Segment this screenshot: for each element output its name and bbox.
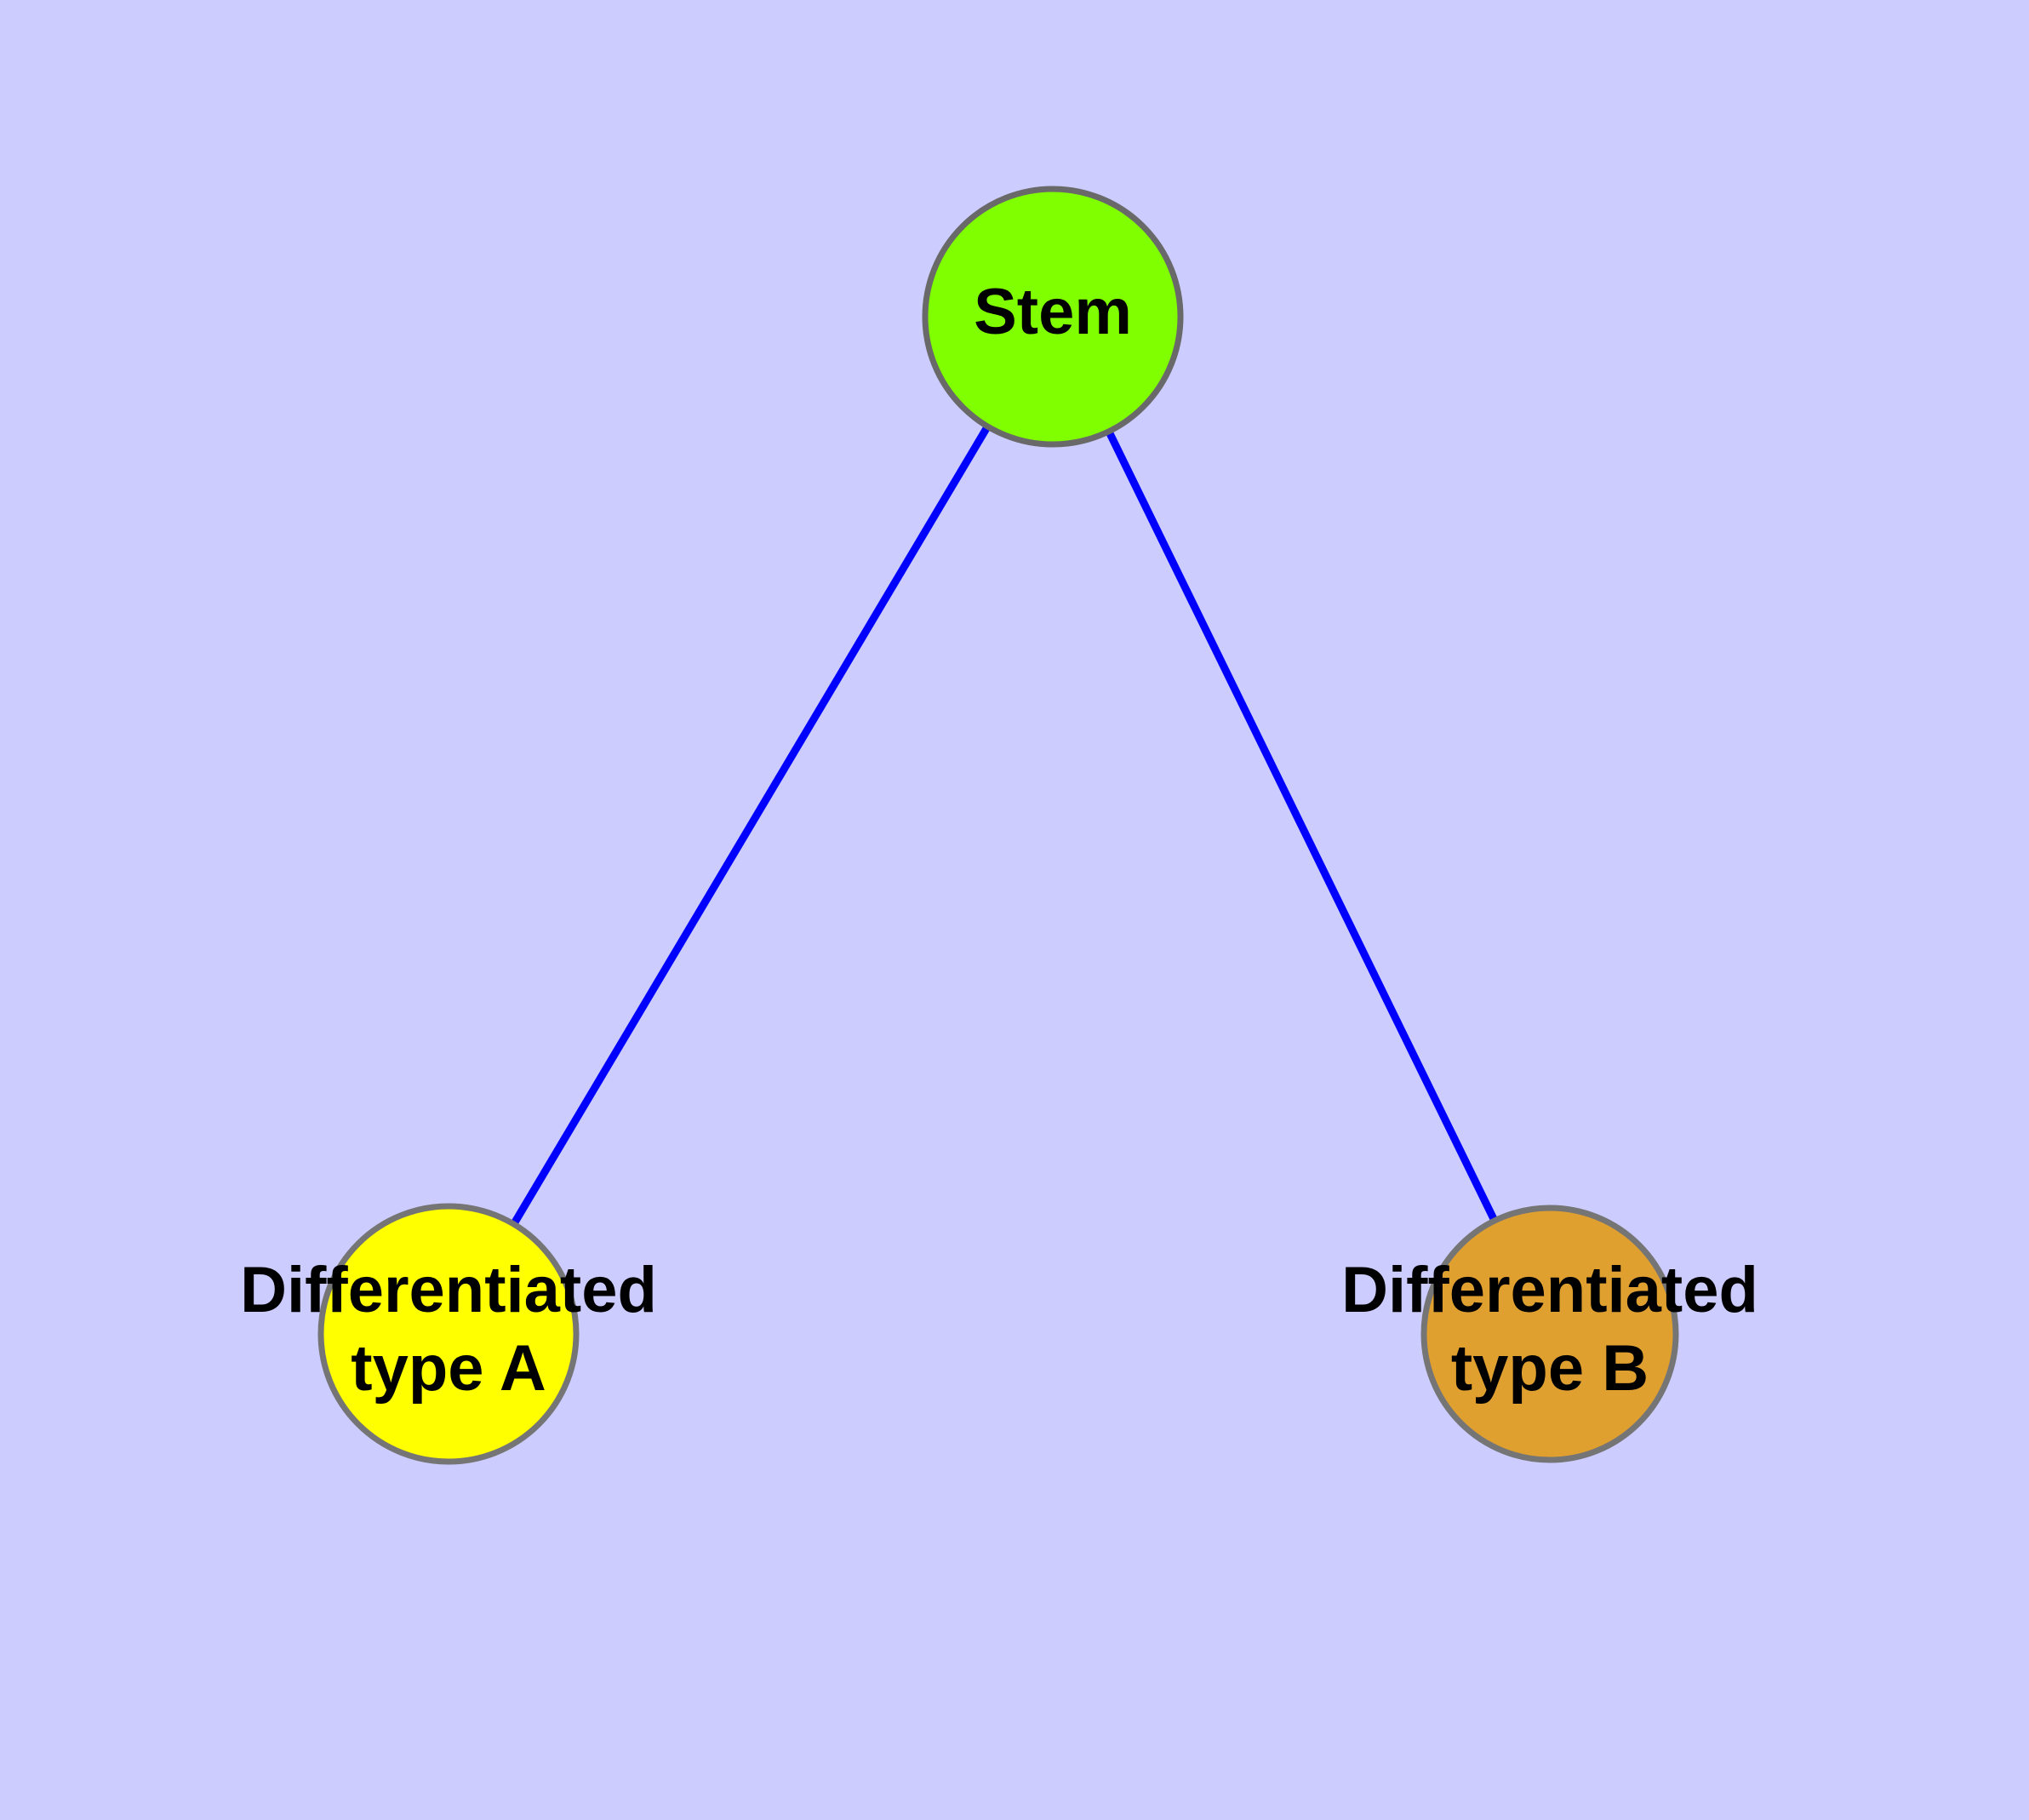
edges-group (510, 424, 1499, 1227)
node-stem[interactable] (922, 186, 1184, 448)
nodes-group (317, 186, 1679, 1465)
node-diff_a[interactable] (317, 1203, 580, 1465)
node-label-line: type A (351, 1332, 546, 1405)
edge-stem-diff-b[interactable] (1105, 429, 1499, 1223)
node-label-line: Differentiated (1341, 1254, 1758, 1326)
node-label-line: type B (1451, 1332, 1649, 1405)
node-label-line: Stem (974, 276, 1132, 348)
node-diff_b[interactable] (1420, 1205, 1679, 1463)
node-label-line: Differentiated (240, 1254, 657, 1326)
edge-stem-diff-a[interactable] (510, 424, 992, 1227)
node-label-stem: Stem (974, 276, 1132, 348)
